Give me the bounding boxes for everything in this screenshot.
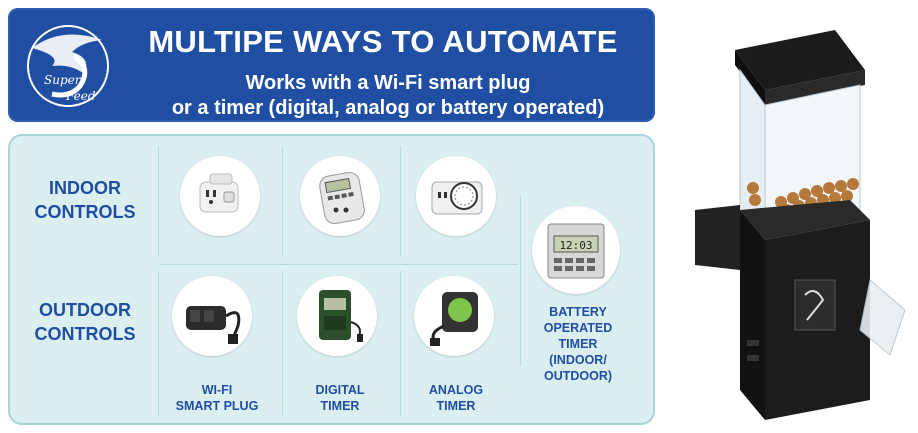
- wifi-caption-line2: SMART PLUG: [175, 399, 259, 413]
- outdoor-analog-timer-image: [414, 276, 494, 356]
- digital-caption-line2: TIMER: [320, 399, 360, 413]
- analog-timer-caption: ANALOG TIMER: [406, 382, 506, 414]
- battery-caption-line1: BATTERY: [549, 305, 607, 319]
- svg-text:Feed: Feed: [65, 89, 96, 103]
- digital-timer-caption: DIGITAL TIMER: [290, 382, 390, 414]
- divider: [158, 271, 159, 416]
- outdoor-controls-label: OUTDOOR CONTROLS: [20, 298, 150, 346]
- analog-caption-line2: TIMER: [436, 399, 476, 413]
- battery-caption-line5: OUTDOOR): [543, 369, 613, 383]
- banner-subtitle-line1: Works with a Wi-Fi smart plug: [245, 72, 531, 94]
- banner-subtitle-line2: or a timer (digital, analog or battery o…: [171, 97, 605, 119]
- battery-timer-caption: BATTERY OPERATED TIMER (INDOOR/ OUTDOOR): [530, 304, 626, 384]
- outdoor-smart-plug-icon: [186, 306, 241, 344]
- smart-plug-icon: [199, 173, 239, 213]
- divider: [400, 146, 401, 256]
- outdoor-analog-timer-icon: [430, 292, 478, 346]
- analog-timer-image: [416, 156, 496, 236]
- battery-timer-image: 12:03: [532, 206, 620, 294]
- divider: [160, 264, 518, 265]
- divider: [400, 271, 401, 416]
- indoor-label-line1: INDOOR: [49, 178, 121, 198]
- battery-caption-line4: (INDOOR/: [549, 353, 607, 367]
- outdoor-smart-plug-image: [172, 276, 252, 356]
- digital-timer-image: [300, 156, 380, 236]
- header-banner: Super Feed MULTIPE WAYS TO AUTOMATE Work…: [8, 8, 655, 122]
- outdoor-label-line1: OUTDOOR: [39, 300, 131, 320]
- battery-timer-icon: 12:03: [547, 223, 605, 279]
- banner-title: MULTIPE WAYS TO AUTOMATE: [148, 24, 618, 59]
- logo-fish-icon: Super Feed: [27, 25, 109, 107]
- digital-caption-line1: DIGITAL: [315, 383, 365, 397]
- battery-timer-display: 12:03: [559, 239, 592, 252]
- indoor-label-line2: CONTROLS: [34, 202, 136, 222]
- divider: [520, 196, 521, 366]
- indoor-controls-label: INDOOR CONTROLS: [20, 176, 150, 224]
- outdoor-digital-timer-image: [297, 276, 377, 356]
- analog-timer-icon: [431, 181, 483, 215]
- battery-caption-line2: OPERATED: [543, 321, 613, 335]
- outdoor-label-line2: CONTROLS: [34, 324, 136, 344]
- svg-text:Super: Super: [44, 73, 82, 87]
- divider: [282, 146, 283, 256]
- controls-panel: INDOOR CONTROLS OUTDOOR CONTROLS: [8, 134, 655, 425]
- wifi-smart-plug-caption: WI-FI SMART PLUG: [162, 382, 272, 414]
- divider: [282, 271, 283, 416]
- outdoor-digital-timer-icon: [319, 290, 363, 342]
- wifi-caption-line1: WI-FI: [201, 383, 233, 397]
- smart-plug-image: [180, 156, 260, 236]
- digital-timer-icon: [319, 171, 365, 225]
- battery-caption-line3: TIMER: [558, 337, 598, 351]
- divider: [158, 146, 159, 256]
- analog-caption-line1: ANALOG: [428, 383, 484, 397]
- feeder-product-image: [695, 30, 906, 420]
